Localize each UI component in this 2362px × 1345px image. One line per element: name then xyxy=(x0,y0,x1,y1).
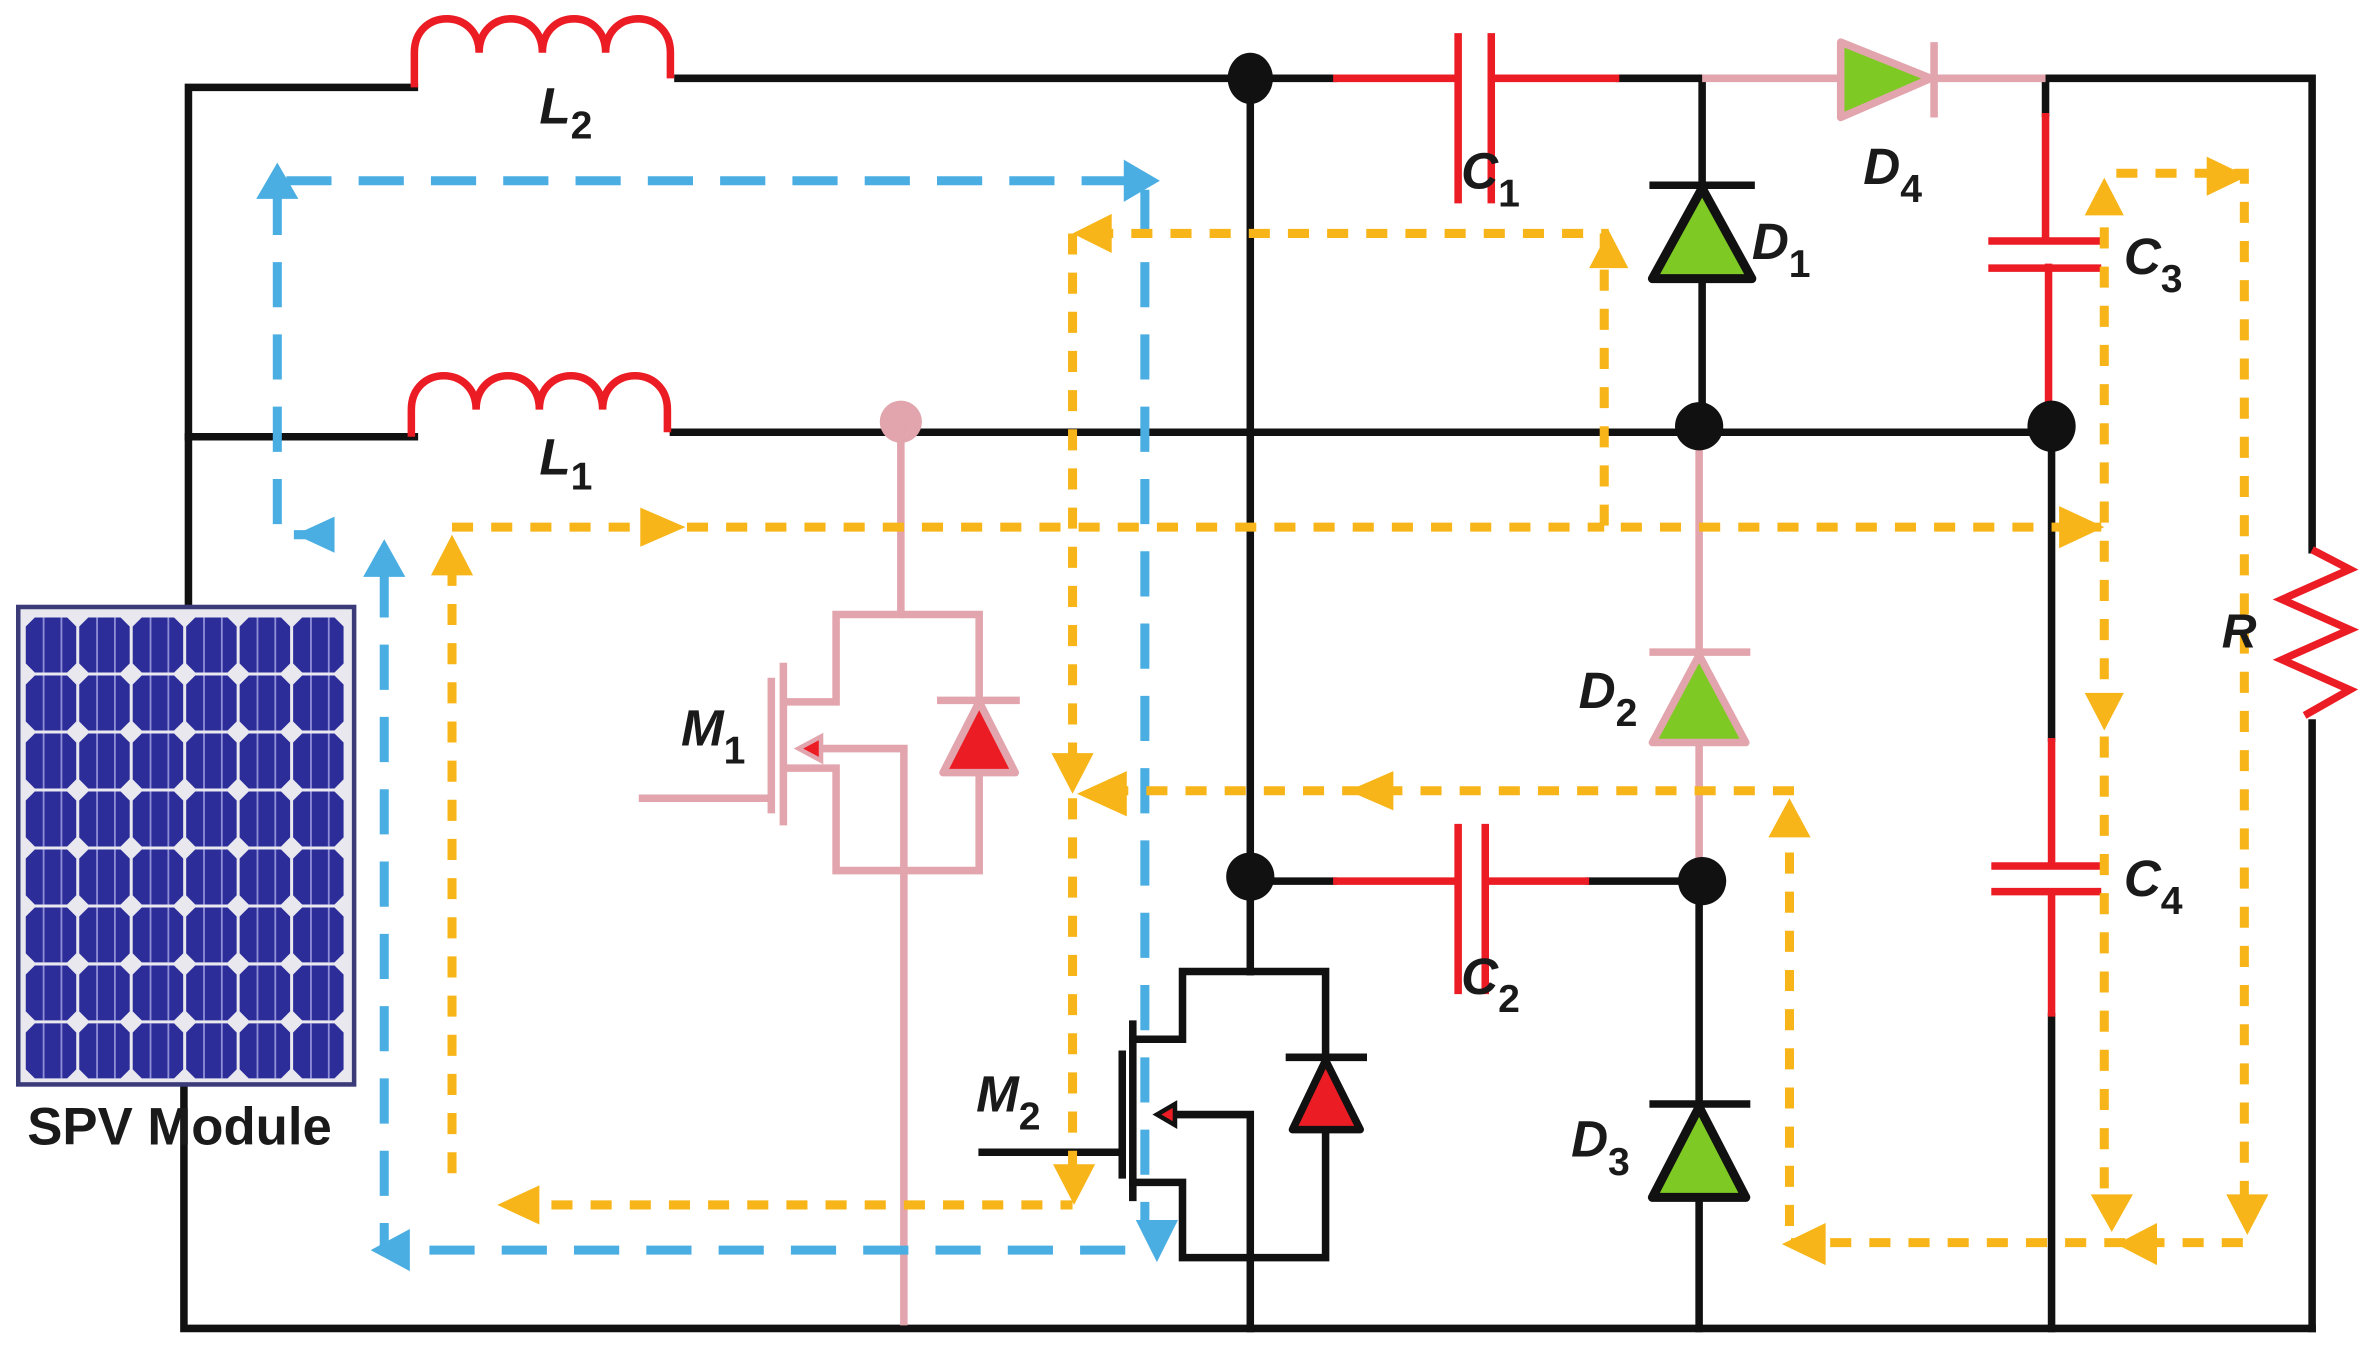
m2-drain-wire xyxy=(1129,967,1255,1044)
solar-cell xyxy=(186,1023,237,1079)
solar-cell xyxy=(239,733,291,789)
label-c4: C4 xyxy=(2124,850,2183,923)
solar-cell xyxy=(293,617,344,673)
solar-cell xyxy=(186,849,237,905)
solar-cell xyxy=(79,849,130,905)
solar-cell xyxy=(79,965,130,1021)
solar-cell xyxy=(132,849,184,905)
solar-cell xyxy=(293,965,344,1021)
yellow-current-path xyxy=(447,168,2249,1248)
blue-arrows xyxy=(256,159,1178,1272)
solar-cell xyxy=(186,791,237,847)
label-m2: M2 xyxy=(976,1066,1040,1139)
diode-d4 xyxy=(1702,38,2046,122)
m1-arrow-icon xyxy=(793,732,824,765)
solar-cell xyxy=(25,907,77,963)
solar-cell xyxy=(293,907,344,963)
inductor-l1 xyxy=(407,372,672,437)
solar-cell xyxy=(186,965,237,1021)
solar-cell xyxy=(293,675,344,731)
capacitor-c2 xyxy=(1333,823,1590,995)
solar-cell xyxy=(25,791,77,847)
solar-cell xyxy=(132,675,184,731)
resistor-r xyxy=(2272,546,2360,719)
capacitor-c3 xyxy=(1988,112,2102,427)
label-c2: C2 xyxy=(1461,948,1520,1021)
label-d1: D1 xyxy=(1752,213,1811,286)
solar-cell xyxy=(186,907,237,963)
solar-cell xyxy=(239,675,291,731)
solar-cell xyxy=(25,965,77,1021)
label-r: R xyxy=(2222,605,2257,659)
label-l1: L1 xyxy=(539,428,592,498)
solar-cell xyxy=(79,675,130,731)
label-d2: D2 xyxy=(1579,662,1638,735)
solar-cell xyxy=(132,965,184,1021)
solar-cell xyxy=(79,907,130,963)
solar-cell xyxy=(293,791,344,847)
m2-body-diode xyxy=(1288,1056,1364,1134)
label-c3: C3 xyxy=(2124,228,2183,301)
junction-nodes xyxy=(1226,52,2076,906)
solar-cell xyxy=(293,733,344,789)
solar-cell xyxy=(239,965,291,1021)
yellow-arrows xyxy=(430,156,2269,1266)
label-d4: D4 xyxy=(1863,138,1922,211)
solar-cell xyxy=(79,1023,130,1079)
capacitor-c1 xyxy=(1333,33,1620,204)
inductor-l2 xyxy=(410,15,675,88)
m2-arrow-icon xyxy=(1152,1100,1178,1130)
solar-cell xyxy=(132,1023,184,1079)
solar-cell xyxy=(25,1023,77,1079)
solar-cell xyxy=(79,617,130,673)
label-d3: D3 xyxy=(1571,1111,1630,1184)
diode-d1 xyxy=(1647,181,1757,284)
solar-cell xyxy=(132,907,184,963)
solar-cell xyxy=(132,733,184,789)
solar-cell xyxy=(293,1023,344,1079)
label-spv-module: SPV Module xyxy=(27,1098,332,1157)
solar-cell xyxy=(25,849,77,905)
solar-cell xyxy=(239,849,291,905)
solar-cell xyxy=(132,617,184,673)
solar-cell xyxy=(239,1023,291,1079)
solar-cell xyxy=(79,733,130,789)
label-m1: M1 xyxy=(681,700,745,773)
solar-cell xyxy=(239,791,291,847)
m1-body-diode xyxy=(939,698,1020,777)
solar-cell xyxy=(186,733,237,789)
label-c1: C1 xyxy=(1461,142,1520,215)
diode-d2 xyxy=(1648,432,1751,882)
component-labels: L2 L1 C1 C2 C3 C4 D1 D4 D2 D3 M1 M2 R SP… xyxy=(27,78,2256,1184)
capacitor-c4 xyxy=(1991,738,2102,1017)
diode-d3 xyxy=(1647,1100,1751,1202)
wire-bottom xyxy=(180,1073,2316,1333)
wire-right-top xyxy=(2041,74,2316,554)
solar-cell xyxy=(79,791,130,847)
solar-cell xyxy=(239,907,291,963)
solar-cell xyxy=(293,849,344,905)
mosfet-m1 xyxy=(638,400,1020,1326)
solar-cell xyxy=(132,791,184,847)
solar-cell xyxy=(25,733,77,789)
solar-cell xyxy=(186,675,237,731)
solar-cell xyxy=(239,617,291,673)
solar-cell xyxy=(25,675,77,731)
solar-cell xyxy=(186,617,237,673)
solar-cell xyxy=(25,617,77,673)
spv-module-icon xyxy=(15,604,357,1087)
label-l2: L2 xyxy=(539,78,592,148)
